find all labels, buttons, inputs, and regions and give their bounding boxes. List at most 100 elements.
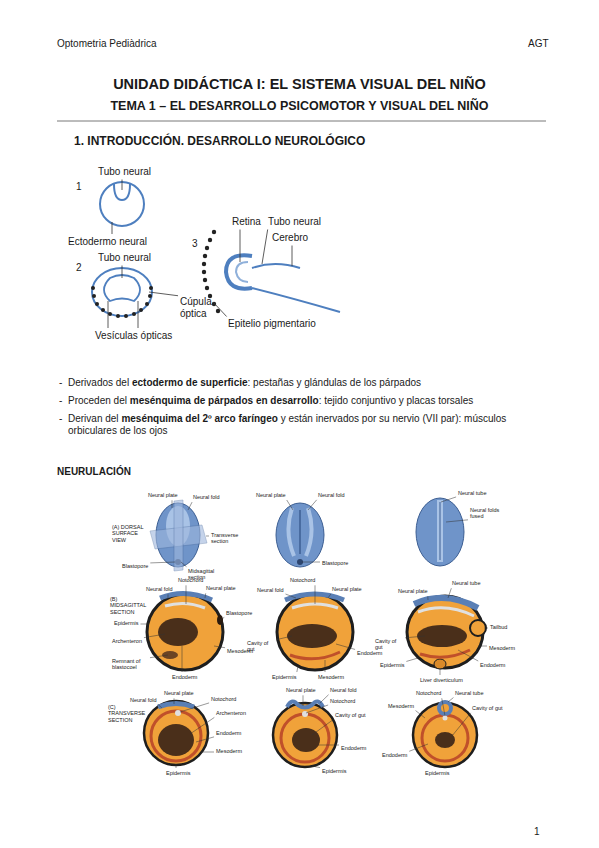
- part-label: Transverse section: [211, 532, 241, 545]
- part-label: Neural fold: [193, 494, 220, 500]
- leader-line: [448, 588, 451, 598]
- panel-label: (A) DORSAL SURFACE VIEW: [112, 524, 146, 543]
- part-label: Notochord: [178, 577, 203, 583]
- leader-line: [312, 719, 333, 735]
- part-label: Cavity of gut: [472, 705, 503, 711]
- leader-line: [303, 695, 304, 706]
- part-label: Cavity of gut: [375, 638, 403, 651]
- leader-line: [220, 617, 224, 620]
- part-label: Tubo neural: [98, 166, 151, 178]
- part-label: Blastopore: [226, 610, 252, 616]
- part-label: Neural tube: [458, 490, 486, 496]
- leader-line: [292, 246, 293, 267]
- bullet-text: mesénquima del 2º arco faríngeo: [121, 413, 277, 424]
- part-label: Notochord: [211, 696, 236, 702]
- bullet-dash: -: [59, 395, 62, 407]
- callout-number: 1: [76, 181, 82, 193]
- panel-label: (C) TRANSVERSE SECTION: [108, 704, 144, 723]
- leader-line: [144, 634, 165, 638]
- part-label: Neural fold: [130, 697, 157, 703]
- leader-line: [308, 500, 317, 510]
- leader-line: [213, 302, 227, 317]
- part-label: Blastopore: [122, 563, 148, 569]
- bullet-text: Derivan del: [68, 413, 119, 424]
- leader-line: [214, 646, 225, 648]
- leader-line: [168, 594, 169, 598]
- leader-line: [190, 717, 214, 734]
- bullet-dash: -: [59, 377, 62, 389]
- leader-line: [181, 562, 186, 567]
- leader-line: [277, 636, 292, 640]
- leader-line: [441, 497, 456, 502]
- leader-line: [122, 180, 123, 191]
- leader-line: [240, 230, 241, 263]
- bullet-text: Derivados del: [68, 377, 129, 388]
- leader-line: [287, 500, 293, 510]
- leader-line: [406, 658, 418, 661]
- leader-line: [158, 705, 162, 708]
- part-label: Ectodermo neural: [68, 236, 147, 248]
- leader-line: [150, 655, 168, 658]
- leader-line: [478, 646, 487, 647]
- part-label: Endoderm: [172, 674, 197, 680]
- leader-line: [440, 668, 441, 675]
- leader-line: [416, 711, 425, 718]
- part-label: Notochord: [290, 577, 315, 583]
- leader-line: [325, 660, 326, 672]
- part-label: Cavity of gut: [247, 640, 275, 653]
- title: UNIDAD DIDÁCTICA I: EL SISTEMA VISUAL DE…: [0, 76, 599, 93]
- part-label: Epidermis: [114, 620, 138, 626]
- leader-line: [196, 737, 214, 742]
- leader-line: [302, 562, 320, 563]
- leader-line: [122, 266, 123, 279]
- leader-line: [405, 636, 425, 638]
- part-label: Neural plate: [206, 585, 236, 591]
- part-label: Retina: [232, 216, 261, 228]
- part-label: Neural folds fused: [470, 507, 500, 520]
- bullet-dash: -: [59, 413, 62, 425]
- part-label: Endoderm: [216, 730, 241, 736]
- leader-line: [328, 594, 331, 598]
- leader-line: [440, 766, 441, 768]
- leader-line: [172, 500, 173, 508]
- leader-line: [180, 703, 209, 712]
- leader-line: [427, 596, 428, 600]
- bullet-item: Derivados delectodermo de superficie: pe…: [68, 377, 546, 389]
- page-header: AGT: [528, 38, 549, 50]
- part-label: Mesoderm: [318, 674, 344, 680]
- part-label: Archenteron: [112, 638, 142, 644]
- part-label: Endoderm: [357, 650, 382, 656]
- leader-line: [206, 536, 209, 537]
- part-label: Remnant of blastocoel: [112, 658, 148, 671]
- part-label: Blastopore: [322, 560, 348, 566]
- part-label: Neural plate: [148, 492, 178, 498]
- part-label: Neural plate: [286, 687, 316, 693]
- leader-line: [458, 650, 478, 661]
- leader-line: [108, 301, 109, 328]
- part-label: Endoderm: [341, 745, 366, 751]
- part-label: Tailbud: [490, 624, 507, 630]
- leader-line: [138, 301, 139, 328]
- leader-line: [182, 646, 183, 672]
- leader-line: [448, 698, 453, 702]
- leader-line: [140, 624, 149, 625]
- leader-line: [297, 666, 298, 672]
- section-heading: NEURULACIÓN: [57, 466, 131, 478]
- leader-line: [201, 752, 214, 753]
- part-label: Mesoderm: [489, 645, 515, 651]
- leader-line: [484, 628, 488, 629]
- leader-line: [149, 292, 178, 296]
- leader-line: [188, 502, 192, 510]
- part-label: Vesículas ópticas: [95, 330, 172, 342]
- subtitle: TEMA 1 – EL DESARROLLO PSICOMOTOR Y VISU…: [0, 99, 599, 113]
- part-label: Neural fold: [146, 586, 173, 592]
- part-label: Neural fold: [330, 687, 357, 693]
- part-label: Neural tube: [455, 690, 483, 696]
- leader-line: [205, 593, 207, 598]
- leader-line: [442, 698, 445, 716]
- leader-line: [452, 713, 471, 736]
- part-label: Neural fold: [318, 492, 345, 498]
- leader-line: [409, 744, 428, 751]
